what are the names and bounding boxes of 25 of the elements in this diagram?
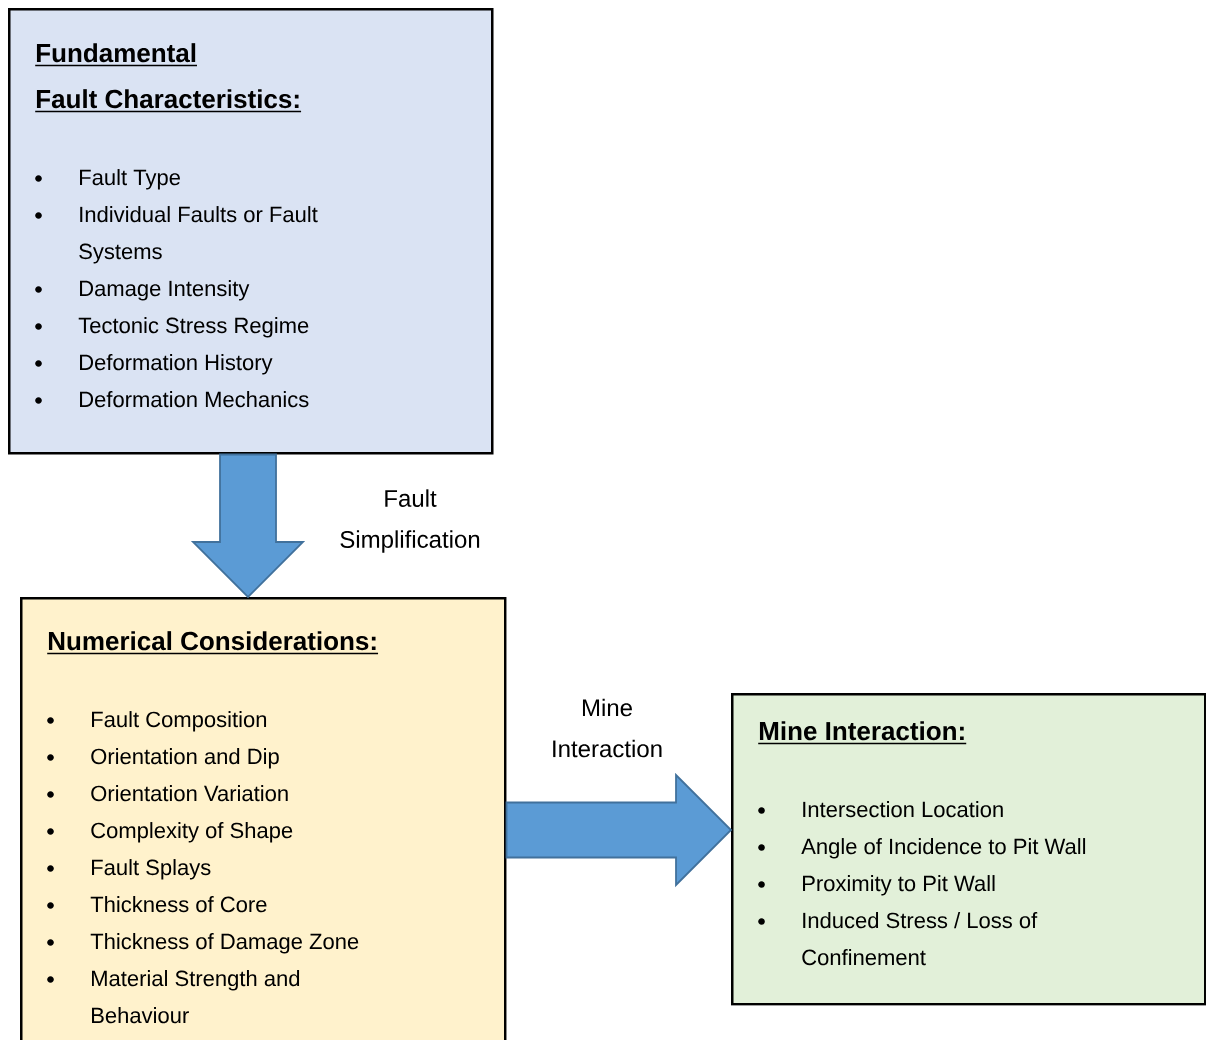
- bullet-item: Thickness of Core: [47, 896, 267, 913]
- box-heading: Numerical Considerations:: [46, 631, 379, 655]
- bullet-item: Fault Composition: [47, 711, 267, 732]
- bullet-item: Damage Intensity: [35, 280, 250, 301]
- bullet-item: Tectonic Stress Regime: [35, 317, 309, 338]
- block-arrow: [505, 772, 733, 888]
- block-arrow: [190, 453, 306, 599]
- bullet-item: Thickness of Damage Zone: [47, 933, 359, 954]
- bullet-item: Individual Faults or Fault Systems: [35, 206, 318, 264]
- bullet-item: Induced Stress / Loss of Confinement: [758, 912, 1038, 966]
- bullet-item: Proximity to Pit Wall: [758, 875, 995, 896]
- bullet-item: Material Strength and Behaviour: [47, 970, 300, 1024]
- bullet-item: Angle of Incidence to Pit Wall: [758, 838, 1086, 859]
- bullet-item: Orientation Variation: [47, 785, 288, 802]
- bullet-item: Orientation and Dip: [47, 748, 279, 769]
- bullet-item: Fault Type: [35, 169, 180, 190]
- bullet-item: Fault Splays: [47, 859, 211, 880]
- edge-label: Mine Interaction: [553, 698, 662, 758]
- box-heading: Fundamental Fault Characteristics:: [34, 43, 302, 113]
- box-heading: Mine Interaction:: [757, 721, 967, 745]
- edge-label: Fault Simplification: [340, 489, 480, 553]
- bullet-item: Intersection Location: [758, 801, 1003, 818]
- bullet-item: Complexity of Shape: [47, 822, 293, 843]
- bullet-item: Deformation Mechanics: [35, 391, 309, 408]
- bullet-item: Deformation History: [35, 354, 273, 375]
